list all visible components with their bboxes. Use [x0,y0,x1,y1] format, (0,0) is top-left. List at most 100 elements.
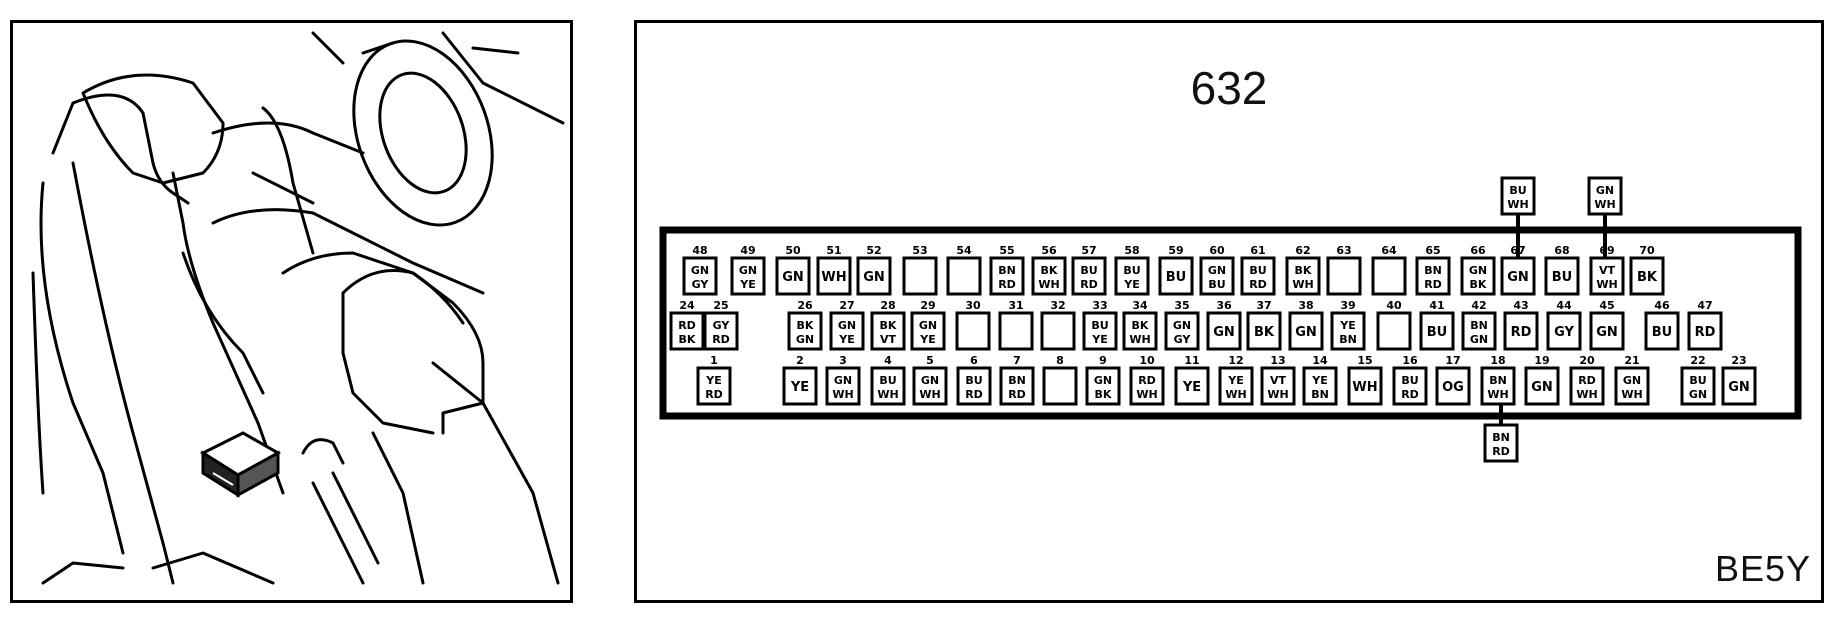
pin-cavity [1326,256,1362,296]
wire-color: WH [1136,388,1157,401]
wire-color: GN [1596,184,1614,197]
pin-number: 19 [1534,354,1549,367]
wire-color: WH [1594,198,1615,211]
pin-cavity [696,366,732,406]
pin-cavity [1480,366,1516,406]
pin-cavity [1164,311,1200,351]
pin-cavity [1415,256,1451,296]
wire-color: BK [679,333,696,346]
wire-color: BK [1254,325,1275,340]
pin-cavity [1085,366,1121,406]
wire-color: GY [1554,325,1574,340]
wire-color: WH [832,388,853,401]
pin-number: 2 [796,354,804,367]
pin-cavity [1460,256,1496,296]
pin-number: 7 [1013,354,1021,367]
pin-31: 31 [998,299,1034,351]
pin-cavity [1040,311,1076,351]
pin-number: 8 [1056,354,1064,367]
pin-number: 9 [1099,354,1107,367]
wire-color: GY [692,278,710,291]
wire-color: YE [1091,333,1107,346]
pin-number: 15 [1357,354,1372,367]
pin-cavity [1569,366,1605,406]
pin-number: 62 [1295,244,1310,257]
pin-64: 64 [1371,244,1407,296]
pin-cavity [912,366,948,406]
wire-color: BU [1401,374,1418,387]
pin-number: 6 [970,354,978,367]
pin-number: 65 [1425,244,1440,257]
wire-color: BU [965,374,982,387]
callout-box [1500,176,1536,216]
pin-cavity [1503,311,1539,351]
wire-color: GN [834,374,852,387]
wire-color: WH [877,388,898,401]
wire-color: WH [919,388,940,401]
wire-color: YE [1227,374,1243,387]
wire-color: GN [739,264,757,277]
wire-color: GN [921,374,939,387]
pin-cavity [1419,311,1455,351]
pin-cavity [775,256,811,296]
wire-color: YE [790,380,809,395]
pin-number: 66 [1470,244,1486,257]
wire-color: BU [1080,264,1097,277]
wire-color: BN [1311,388,1329,401]
pin-cavity [1042,366,1078,406]
pin-cavity [1644,311,1680,351]
pin-number: 11 [1184,354,1199,367]
module-box-icon [199,431,282,498]
pin-number: 32 [1050,299,1065,312]
wire-color: RD [998,278,1016,291]
pin-number: 21 [1624,354,1639,367]
pin-number: 54 [956,244,972,257]
pin-cavity [1071,256,1107,296]
wire-color: YE [919,333,935,346]
pin-cavity [1302,366,1338,406]
pin-number: 63 [1336,244,1351,257]
pin-cavity [1544,256,1580,296]
wire-color: GN [838,319,856,332]
wire-color: WH [1129,333,1150,346]
wire-color: WH [1352,380,1377,395]
pin-cavity [946,256,982,296]
wire-color: GN [1531,380,1553,395]
wire-color: GN [1596,325,1618,340]
vehicle-interior-illustration [31,31,565,585]
pin-cavity [1392,366,1428,406]
pin-number: 3 [839,354,847,367]
wire-color: GN [1470,333,1488,346]
pin-cavity [1206,311,1242,351]
wire-color: RD [1249,278,1267,291]
wire-color: GN [863,270,885,285]
wire-color: BK [1295,264,1312,277]
wire-color: BK [1095,388,1112,401]
wire-color: VT [1599,264,1616,277]
pin-cavity [955,311,991,351]
pin-number: 13 [1270,354,1285,367]
wire-color: RD [1492,445,1510,458]
wire-color: GN [1173,319,1191,332]
wire-color: GY [1174,333,1192,346]
pin-cavity [1174,366,1210,406]
pin-number: 12 [1228,354,1243,367]
